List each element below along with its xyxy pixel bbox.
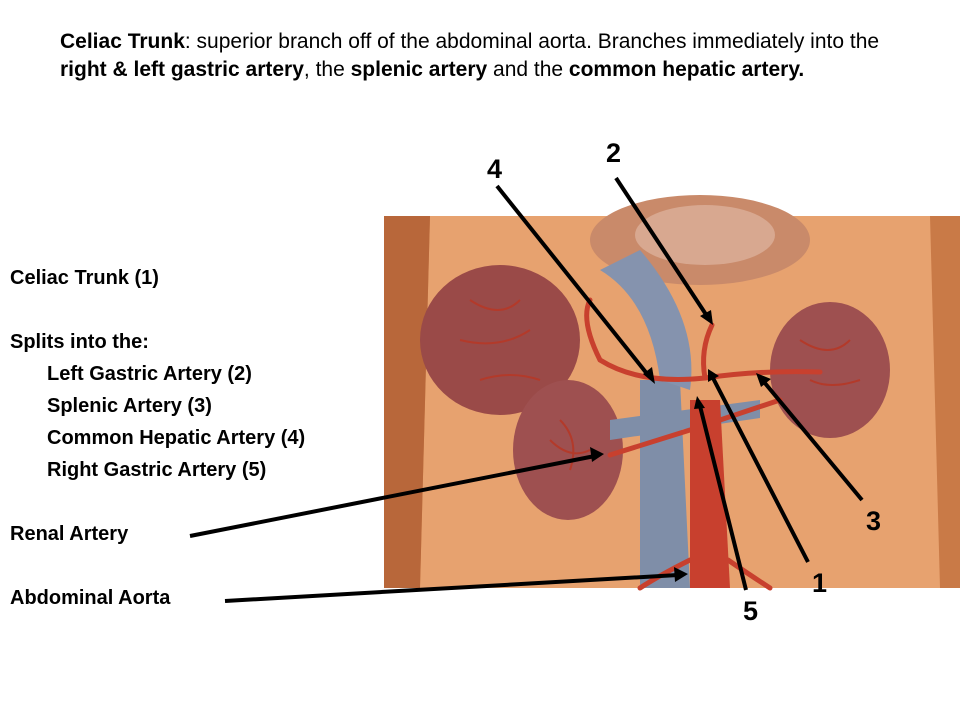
intro-text-3: and the (487, 58, 569, 81)
upper-organ-inner (635, 205, 775, 265)
term-celiac-trunk: Celiac Trunk (60, 30, 185, 53)
arrowhead-renal (590, 447, 604, 462)
arrow-5-line (698, 405, 748, 591)
legend-spacer (10, 550, 390, 582)
kidney-left-vessels (549, 419, 591, 471)
arrowhead-aorta (674, 567, 688, 582)
term-gastric-arteries: right & left gastric artery (60, 58, 304, 81)
portal-vein (600, 250, 692, 390)
arrowhead-1 (708, 369, 719, 382)
arrow-3-line (762, 380, 864, 502)
arrowhead-5 (694, 396, 705, 409)
legend-splits-label: Splits into the: (10, 331, 149, 353)
arrowhead-3 (756, 373, 771, 387)
renal-artery-right (717, 397, 783, 423)
intro-text-2: , the (303, 58, 351, 81)
small-vessels (459, 299, 861, 471)
arrow-aorta-line (224, 573, 679, 603)
number-label-5: 5 (743, 596, 759, 626)
legend-item-splenic: Splenic Artery (3) (47, 395, 212, 417)
number-label-2: 2 (606, 138, 622, 168)
label-abdominal-aorta: Abdominal Aorta (10, 587, 171, 609)
intro-text-1: : superior branch off of the abdominal a… (184, 30, 880, 53)
arrow-1-line (711, 377, 810, 563)
legend-spacer (10, 486, 390, 518)
legend: Celiac Trunk (1) Splits into the: Left G… (10, 262, 390, 614)
kidney-right-vessels (799, 339, 861, 386)
label-renal-artery: Renal Artery (10, 523, 129, 545)
legend-item-common-hepatic: Common Hepatic Artery (4) (47, 427, 306, 449)
legend-item-right-gastric: Right Gastric Artery (5) (47, 459, 267, 481)
renal-artery-left (607, 427, 693, 458)
abdominal-aorta (690, 400, 730, 588)
arrowhead-2 (700, 310, 713, 325)
legend-title: Celiac Trunk (1) (10, 267, 159, 289)
arrow-2-line (614, 176, 709, 318)
number-label-4: 4 (487, 154, 503, 184)
intro-paragraph: Celiac Trunk: superior branch off of the… (60, 28, 920, 84)
hepatic-artery-vessel (584, 297, 708, 382)
number-label-3: 3 (866, 506, 882, 536)
legend-spacer (10, 294, 390, 326)
renal-veins (610, 400, 760, 440)
left-kidney (513, 380, 623, 520)
term-splenic-artery: splenic artery (350, 58, 488, 81)
legend-item-left-gastric: Left Gastric Artery (2) (47, 363, 252, 385)
spleen-vessels (459, 299, 541, 381)
arrowhead-4 (643, 367, 655, 384)
arrow-renal-line (189, 454, 596, 538)
right-kidney (770, 302, 890, 438)
iliac-right (725, 557, 773, 591)
number-label-1: 1 (812, 568, 828, 598)
gastric-artery-vessel (701, 322, 715, 381)
term-common-hepatic-artery: common hepatic artery. (568, 58, 805, 81)
torso-right-edge (930, 216, 960, 588)
arrowheads (590, 310, 771, 582)
arrows (189, 176, 864, 603)
arrow-4-line (495, 184, 650, 377)
spleen-left (420, 265, 580, 415)
